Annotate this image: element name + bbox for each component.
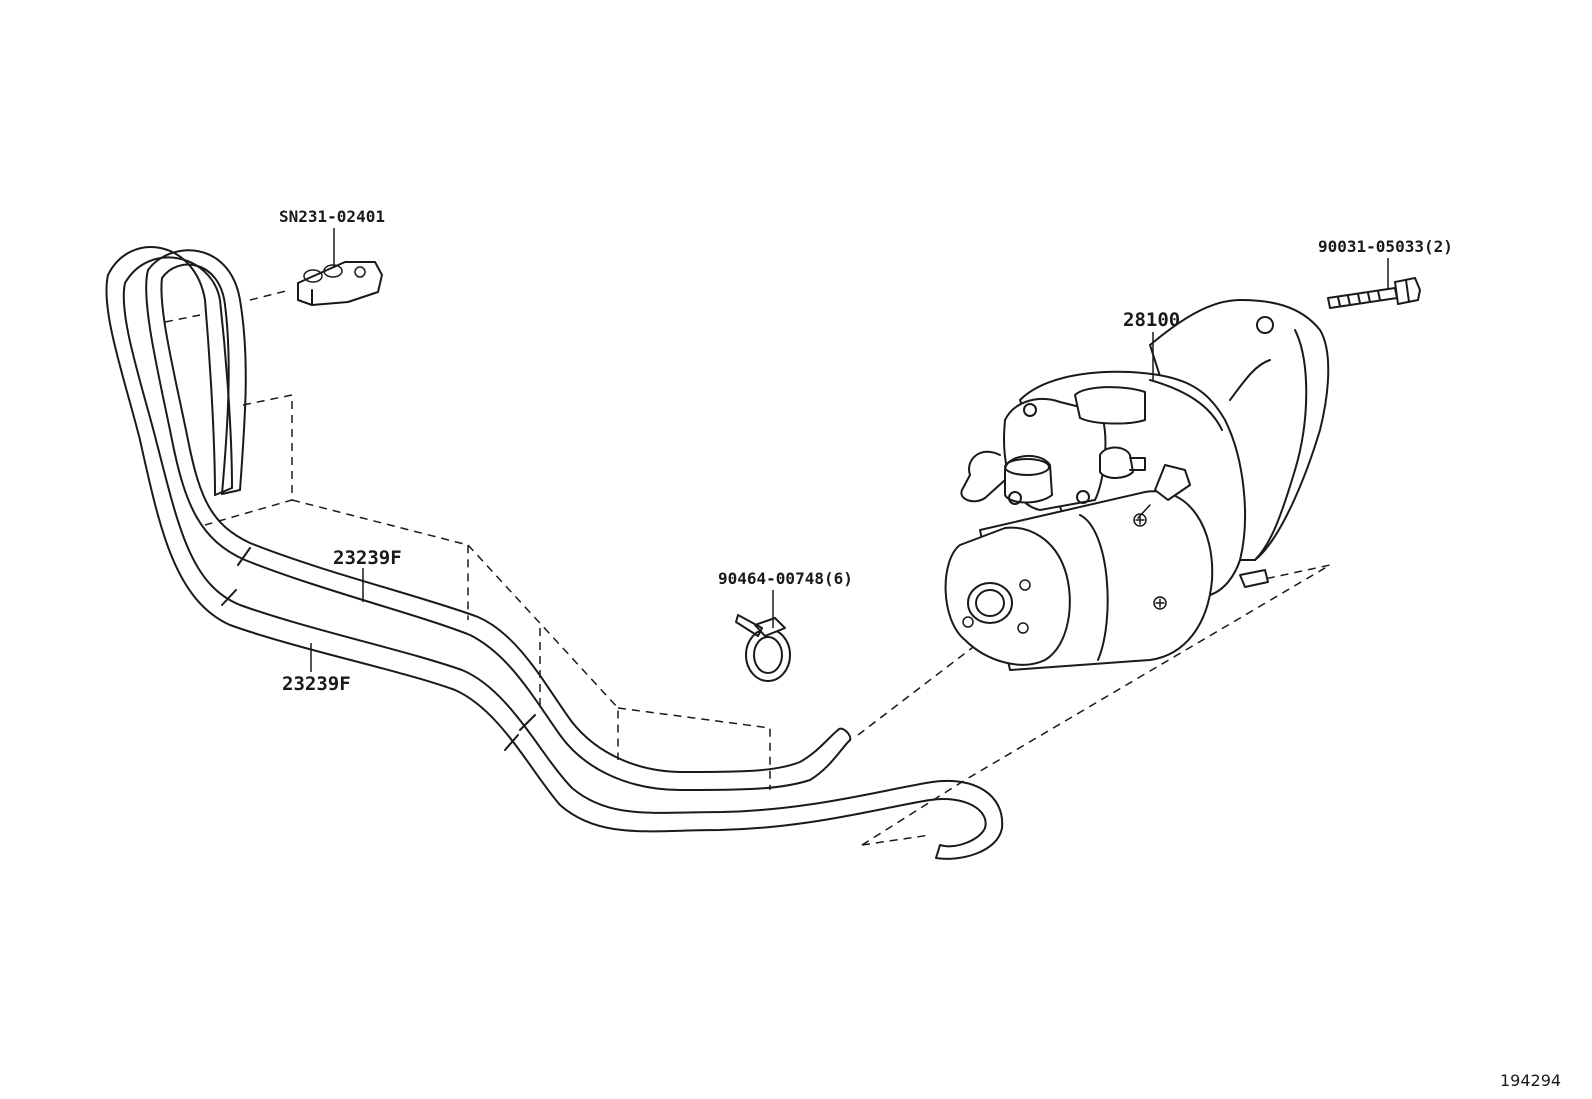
label-hose-upper: 23239F [333, 547, 402, 569]
leader-lines [310, 228, 1389, 672]
label-clamp: SN231-02401 [279, 207, 385, 226]
figure-number: 194294 [1500, 1071, 1561, 1090]
label-hose-lower: 23239F [282, 673, 351, 695]
hose-clip [735, 614, 791, 682]
label-starter: 28100 [1123, 309, 1180, 331]
label-hose-clip: 90464-00748(6) [718, 569, 853, 588]
hose-assembly [105, 246, 1004, 860]
starter-motor [944, 299, 1330, 671]
label-bolt: 90031-05033(2) [1318, 237, 1453, 256]
mounting-bolt [1327, 277, 1421, 309]
bracket-clamp [297, 261, 383, 306]
